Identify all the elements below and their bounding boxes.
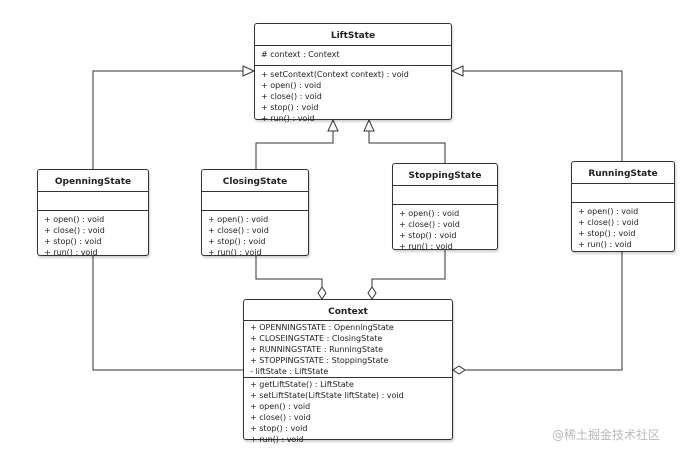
- class-openningstate-operation: + close() : void: [44, 226, 105, 235]
- class-openningstate[interactable]: OpenningState + open() : void + close() …: [37, 169, 149, 257]
- class-stoppingstate-attributes: [393, 186, 497, 205]
- class-context-attribute: + RUNNINGSTATE : RunningState: [250, 345, 384, 354]
- edge-closingstate-liftstate-arrow: [327, 118, 339, 132]
- class-stoppingstate-operation: + open() : void: [399, 209, 460, 218]
- class-liftstate-operation: + run() : void: [261, 114, 315, 123]
- class-runningstate-operation: + open() : void: [578, 207, 639, 216]
- class-closingstate-operations: + open() : void + close() : void + stop(…: [202, 211, 308, 260]
- class-closingstate-operation: + close() : void: [208, 226, 269, 235]
- class-context-attributes: + OPENNINGSTATE : OpenningState + CLOSEI…: [244, 321, 452, 378]
- edge-stoppingstate-liftstate: [368, 131, 446, 163]
- class-stoppingstate-operation: + stop() : void: [399, 231, 457, 240]
- class-context-name: Context: [244, 300, 452, 321]
- class-liftstate-name: LiftState: [255, 24, 451, 46]
- class-context-operation: + close() : void: [250, 413, 311, 422]
- class-liftstate-attributes: # context : Context: [255, 46, 451, 66]
- class-context-operation: + setLiftState(LiftState liftState) : vo…: [250, 391, 404, 400]
- class-context-attribute: - liftState : LiftState: [250, 367, 329, 376]
- class-stoppingstate[interactable]: StoppingState + open() : void + close() …: [392, 163, 498, 251]
- class-openningstate-operation: + run() : void: [44, 248, 98, 257]
- class-context-operation: + open() : void: [250, 402, 311, 411]
- edge-context-stoppingstate: [371, 250, 446, 287]
- class-context-attribute: + CLOSEINGSTATE : ClosingState: [250, 334, 383, 343]
- class-context-operation: + run() : void: [250, 435, 304, 444]
- class-closingstate-name: ClosingState: [202, 170, 308, 192]
- class-stoppingstate-operation: + run() : void: [399, 242, 453, 251]
- edge-closingstate-liftstate: [255, 131, 334, 169]
- class-closingstate[interactable]: ClosingState + open() : void + close() :…: [201, 169, 309, 257]
- class-liftstate-operation: + close() : void: [261, 92, 322, 101]
- edge-context-closingstate: [255, 256, 323, 287]
- class-context-attribute: + OPENNINGSTATE : OpenningState: [250, 323, 394, 332]
- edge-stoppingstate-liftstate-arrow: [363, 118, 375, 132]
- class-openningstate-attributes: [38, 192, 148, 211]
- class-context-operation: + stop() : void: [250, 424, 308, 433]
- class-liftstate-operation: + open() : void: [261, 81, 322, 90]
- class-liftstate-operation: + setContext(Context context) : void: [261, 70, 409, 79]
- class-context-operation: + getLiftState() : LiftState: [250, 380, 354, 389]
- class-openningstate-name: OpenningState: [38, 170, 148, 192]
- class-runningstate-operation: + close() : void: [578, 218, 639, 227]
- edge-runningstate-liftstate: [463, 70, 623, 161]
- edge-context-closingstate-diamond: [317, 286, 327, 300]
- watermark: @稀土掘金技术社区: [552, 428, 661, 442]
- class-context-attribute: + STOPPINGSTATE : StoppingState: [250, 356, 389, 365]
- class-liftstate-operation: + stop() : void: [261, 103, 319, 112]
- class-closingstate-attributes: [202, 192, 308, 211]
- class-liftstate-operations: + setContext(Context context) : void + o…: [255, 66, 451, 126]
- class-openningstate-operation: + stop() : void: [44, 237, 102, 246]
- class-context[interactable]: Context + OPENNINGSTATE : OpenningState …: [243, 299, 453, 444]
- class-context-operations: + getLiftState() : LiftState + setLiftSt…: [244, 378, 452, 447]
- class-closingstate-operation: + run() : void: [208, 248, 262, 257]
- class-runningstate-operation: + run() : void: [578, 240, 632, 249]
- class-liftstate-attribute: # context : Context: [261, 50, 340, 59]
- class-runningstate[interactable]: RunningState + open() : void + close() :…: [571, 161, 675, 252]
- edge-openningstate-liftstate-arrow: [242, 65, 256, 77]
- edge-context-stoppingstate-diamond: [367, 286, 377, 300]
- edge-context-runningstate-diamond: [452, 365, 466, 375]
- class-openningstate-operation: + open() : void: [44, 215, 105, 224]
- edge-context-runningstate: [465, 252, 623, 371]
- class-runningstate-attributes: [572, 184, 674, 203]
- class-closingstate-operation: + open() : void: [208, 215, 269, 224]
- class-runningstate-name: RunningState: [572, 162, 674, 184]
- class-runningstate-operation: + stop() : void: [578, 229, 636, 238]
- class-runningstate-operations: + open() : void + close() : void + stop(…: [572, 203, 674, 252]
- edge-openningstate-liftstate: [92, 70, 243, 169]
- class-closingstate-operation: + stop() : void: [208, 237, 266, 246]
- class-openningstate-operations: + open() : void + close() : void + stop(…: [38, 211, 148, 260]
- class-stoppingstate-name: StoppingState: [393, 164, 497, 186]
- class-stoppingstate-operations: + open() : void + close() : void + stop(…: [393, 205, 497, 254]
- class-liftstate[interactable]: LiftState # context : Context + setConte…: [254, 23, 452, 123]
- class-stoppingstate-operation: + close() : void: [399, 220, 460, 229]
- edge-runningstate-liftstate-arrow: [450, 65, 464, 77]
